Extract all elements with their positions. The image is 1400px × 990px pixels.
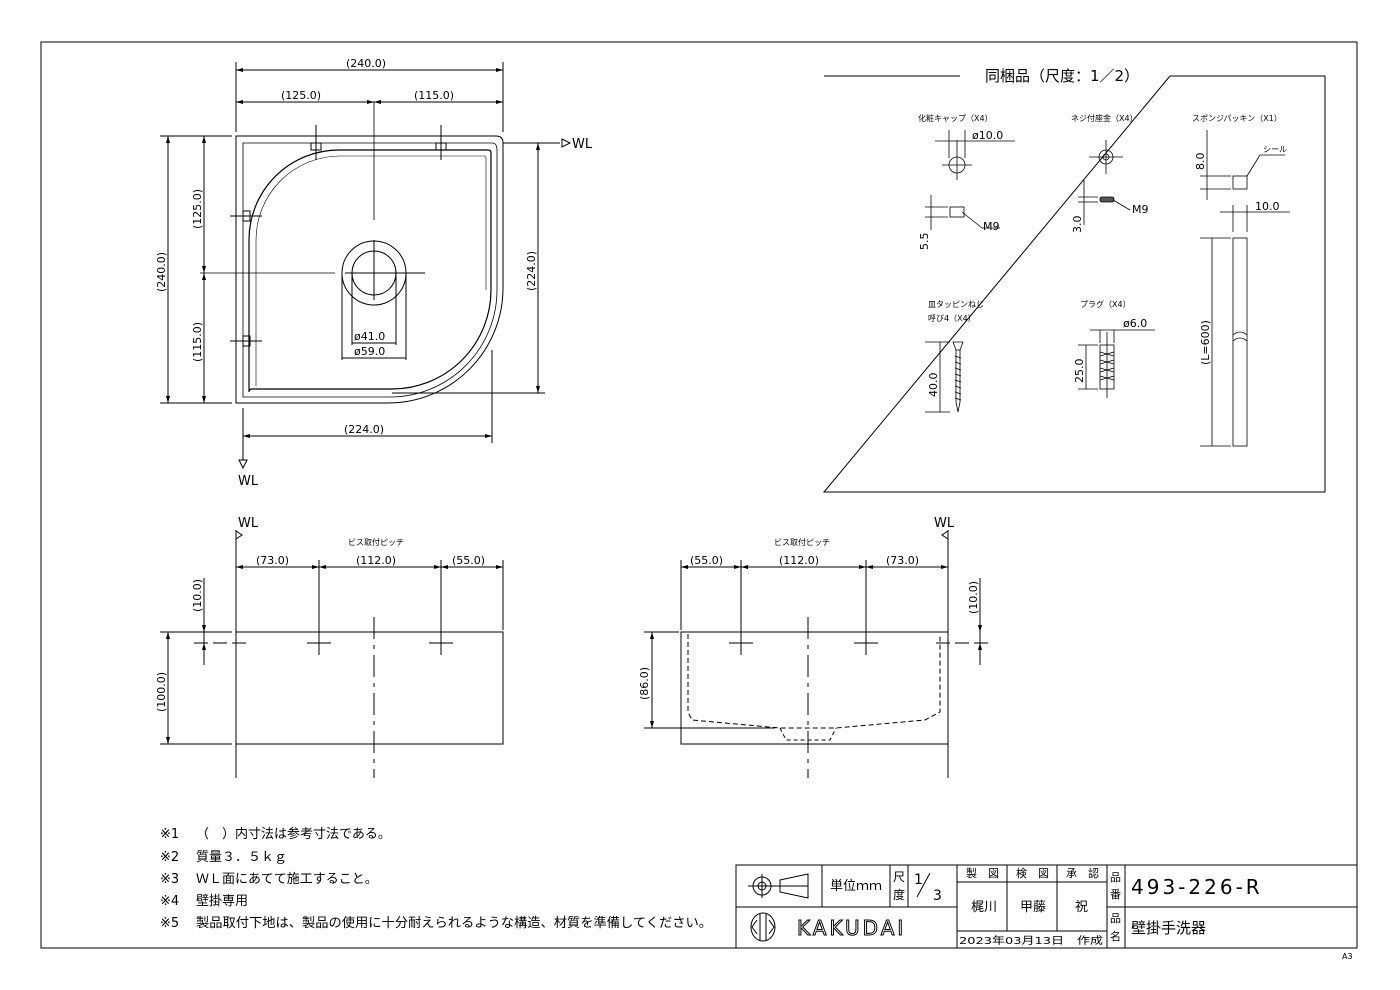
cap-thread: M9 — [983, 220, 1000, 233]
creation-date: 2023年03月13日 作成 — [959, 934, 1103, 947]
packing-seal: シール — [1263, 145, 1287, 154]
front-right-arrows — [650, 565, 982, 728]
front-right-dim-b: (112.0) — [779, 554, 819, 567]
cap-drawing — [925, 130, 1015, 230]
approved-label: 承 認 — [1066, 866, 1099, 880]
part-no-label-1: 品 — [1110, 871, 1121, 884]
dim-center-to-bottom: (115.0) — [191, 322, 204, 362]
front-left-arrows — [166, 565, 503, 744]
note-5-text: 製品取付下地は、製品の使用に十分耐えられるような構造、材質を準備してください。 — [196, 915, 712, 931]
sheet-size: A3 — [1342, 952, 1353, 961]
front-right-pitch-title: ビス取付ピッチ — [774, 537, 830, 547]
note-4-mark: ※4 — [160, 894, 179, 909]
note-1-text: （ ）内寸法は参考寸法である。 — [196, 826, 391, 842]
front-view-right — [644, 530, 990, 778]
checked-by: 甲藤 — [1020, 900, 1046, 915]
dim-inner-width: (224.0) — [344, 423, 384, 436]
unit-label: 単位ｍｍ — [830, 878, 882, 894]
scale-denominator: 3 — [933, 888, 942, 904]
dim-width-overall: (240.0) — [346, 57, 386, 70]
dim-inner-height: (224.0) — [525, 251, 538, 291]
drawing-border — [40, 41, 1358, 949]
checked-label: 検 図 — [1016, 866, 1049, 880]
approved-by: 祝 — [1075, 900, 1088, 915]
scale-numerator: 1 — [914, 872, 923, 888]
plug-length: 25.0 — [1073, 359, 1086, 384]
cap-diameter: ø10.0 — [972, 129, 1003, 142]
drawn-by: 梶川 — [971, 900, 997, 915]
plug-label: プラグ（X4） — [1080, 299, 1131, 309]
front-left-dim-c: (55.0) — [452, 554, 485, 567]
scale-label-2: 度 — [893, 887, 905, 902]
note-3-text: ＷＬ面にあてて施工すること。 — [196, 872, 378, 887]
front-right-dim-depth: (86.0) — [638, 667, 651, 700]
name-label-1: 品 — [1110, 912, 1121, 925]
notes: ※1 （ ）内寸法は参考寸法である。 ※2 質量３．５ｋｇ ※3 ＷＬ面にあてて… — [160, 826, 712, 931]
plan-view — [160, 62, 572, 470]
accessories-title: 同梱品（尺度：1／2） — [985, 67, 1139, 85]
wl-label-right: WL — [572, 137, 593, 152]
washer-drawing — [1078, 140, 1131, 225]
screw-length: 40.0 — [927, 373, 940, 398]
note-5-mark: ※5 — [160, 916, 179, 931]
washer-label: ネジ付座金（X4） — [1071, 113, 1138, 123]
front-left-dim-a: (73.0) — [256, 554, 289, 567]
front-left-dim-height: (100.0) — [155, 672, 168, 712]
packing-drawing — [1200, 130, 1290, 447]
plug-diameter: ø6.0 — [1123, 317, 1147, 330]
plug-drawing — [1078, 329, 1155, 398]
title-block — [735, 864, 1358, 949]
plan-arrows — [166, 68, 540, 438]
washer-thread: M9 — [1132, 203, 1149, 216]
drawn-label: 製 図 — [966, 866, 999, 880]
dim-center-to-right: (115.0) — [414, 89, 454, 102]
packing-width: 10.0 — [1255, 200, 1280, 213]
front-right-wl: WL — [934, 516, 955, 531]
company-logo-text: KAKUDAI — [797, 916, 906, 940]
note-3-mark: ※3 — [160, 872, 179, 887]
front-right-dim-top: (10.0) — [967, 581, 980, 614]
dim-height-overall: (240.0) — [155, 252, 168, 292]
product-name: 壁掛手洗器 — [1131, 919, 1206, 937]
note-1-mark: ※1 — [160, 827, 179, 842]
front-left-dim-top: (10.0) — [191, 579, 204, 612]
cap-height: 5.5 — [918, 233, 931, 251]
front-left-wl: WL — [238, 516, 259, 531]
screw-drawing — [925, 341, 964, 413]
front-view-left — [160, 530, 504, 778]
wl-label-bottom: WL — [238, 474, 259, 489]
name-label-2: 名 — [1110, 929, 1121, 943]
note-4-text: 壁掛専用 — [196, 894, 248, 909]
note-2-text: 質量３．５ｋｇ — [196, 850, 287, 865]
front-right-dim-c: (73.0) — [886, 554, 919, 567]
washer-height: 3.0 — [1071, 216, 1084, 234]
accessories-box — [822, 75, 1326, 493]
dim-top-to-center: (125.0) — [191, 189, 204, 229]
part-number: 493-226-R — [1131, 875, 1263, 899]
dim-drain-outer: ø59.0 — [354, 345, 385, 358]
packing-thickness: 8.0 — [1194, 153, 1207, 171]
screw-label-2: 呼び4（X4） — [928, 313, 976, 323]
cap-label: 化粧キャップ（X4） — [918, 113, 993, 123]
note-2-mark: ※2 — [160, 850, 179, 865]
part-no-label-2: 番 — [1110, 888, 1121, 901]
front-right-dim-a: (55.0) — [690, 554, 723, 567]
screw-label-1: 皿タッピンねじ — [928, 300, 984, 309]
dim-left-to-center: (125.0) — [281, 89, 321, 102]
packing-length: (L=600) — [1199, 320, 1212, 365]
front-left-pitch-title: ビス取付ピッチ — [348, 537, 404, 547]
dim-drain-inner: ø41.0 — [354, 330, 385, 343]
scale-label-1: 尺 — [893, 870, 905, 884]
packing-label: スポンジパッキン（X1） — [1192, 114, 1282, 123]
front-left-dim-b: (112.0) — [356, 554, 396, 567]
